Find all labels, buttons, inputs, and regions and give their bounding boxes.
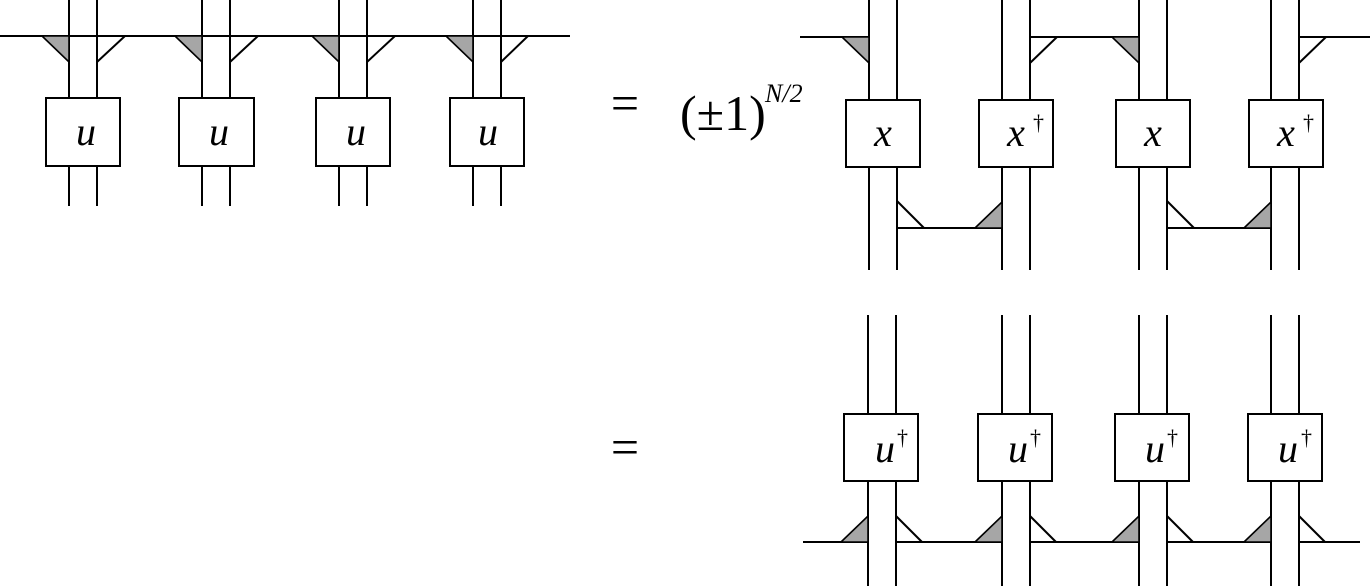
gate-label: u: [875, 426, 895, 471]
filled-triangle-icon: [173, 35, 203, 64]
dagger-symbol: †: [1033, 110, 1044, 135]
gate-label: u: [478, 109, 498, 154]
dagger-symbol: †: [897, 425, 908, 450]
prefactor-exponent: N/2: [764, 79, 803, 108]
gate-box-x: [1115, 99, 1191, 168]
open-triangle-icon: [500, 35, 529, 63]
gate-box-u: [45, 97, 121, 167]
filled-triangle-icon: [1110, 514, 1140, 543]
gate-label: u: [1145, 426, 1165, 471]
dagger-symbol: †: [1167, 425, 1178, 450]
open-triangle-icon: [96, 35, 126, 63]
gate-box-u: [315, 97, 391, 167]
open-triangle-icon: [896, 200, 925, 229]
gate-label: x: [1276, 110, 1295, 155]
filled-triangle-icon: [840, 36, 870, 65]
open-triangle-icon: [1166, 200, 1195, 229]
filled-triangle-icon: [310, 35, 340, 64]
top-right-network: x x † x x †: [800, 0, 1370, 270]
open-triangle-icon: [895, 515, 923, 543]
gate-box-u-dagger: [843, 413, 919, 482]
gate-label: u: [346, 109, 366, 154]
top-left-network: u u u u: [0, 0, 570, 206]
gate-box-u-dagger: [977, 413, 1053, 482]
sign-prefactor: (±1): [680, 85, 766, 141]
gate-label: u: [1278, 426, 1298, 471]
dagger-symbol: †: [1301, 425, 1312, 450]
equals-sign: =: [611, 419, 639, 475]
gate-box-x-dagger: [1248, 99, 1324, 168]
open-triangle-icon: [1298, 36, 1327, 64]
gate-label: x: [873, 110, 892, 155]
gate-box-u-dagger: [1114, 413, 1190, 482]
open-triangle-icon: [1298, 515, 1326, 543]
gate-box-u-dagger: [1247, 413, 1323, 482]
bottom-right-network: u † u † u † u †: [803, 315, 1360, 586]
open-triangle-icon: [1029, 515, 1057, 543]
filled-triangle-icon: [1110, 36, 1140, 65]
gate-box-u: [178, 97, 255, 167]
filled-triangle-icon: [1242, 200, 1272, 229]
gate-label: u: [209, 109, 229, 154]
filled-triangle-icon: [1242, 514, 1272, 543]
gate-label: x: [1143, 110, 1162, 155]
gate-box-x: [845, 99, 921, 168]
filled-triangle-icon: [839, 514, 869, 543]
equals-sign: =: [611, 75, 639, 131]
open-triangle-icon: [1166, 515, 1194, 543]
open-triangle-icon: [366, 35, 396, 63]
gate-label: u: [1008, 426, 1028, 471]
filled-triangle-icon: [973, 514, 1003, 543]
dagger-symbol: †: [1303, 110, 1314, 135]
open-triangle-icon: [1029, 36, 1058, 64]
filled-triangle-icon: [40, 35, 70, 64]
gate-box-u: [449, 97, 525, 167]
filled-triangle-icon: [973, 200, 1003, 229]
gate-label: u: [76, 109, 96, 154]
filled-triangle-icon: [444, 35, 474, 64]
gate-box-x-dagger: [978, 99, 1054, 168]
dagger-symbol: †: [1030, 425, 1041, 450]
gate-label: x: [1006, 110, 1025, 155]
open-triangle-icon: [229, 35, 259, 63]
